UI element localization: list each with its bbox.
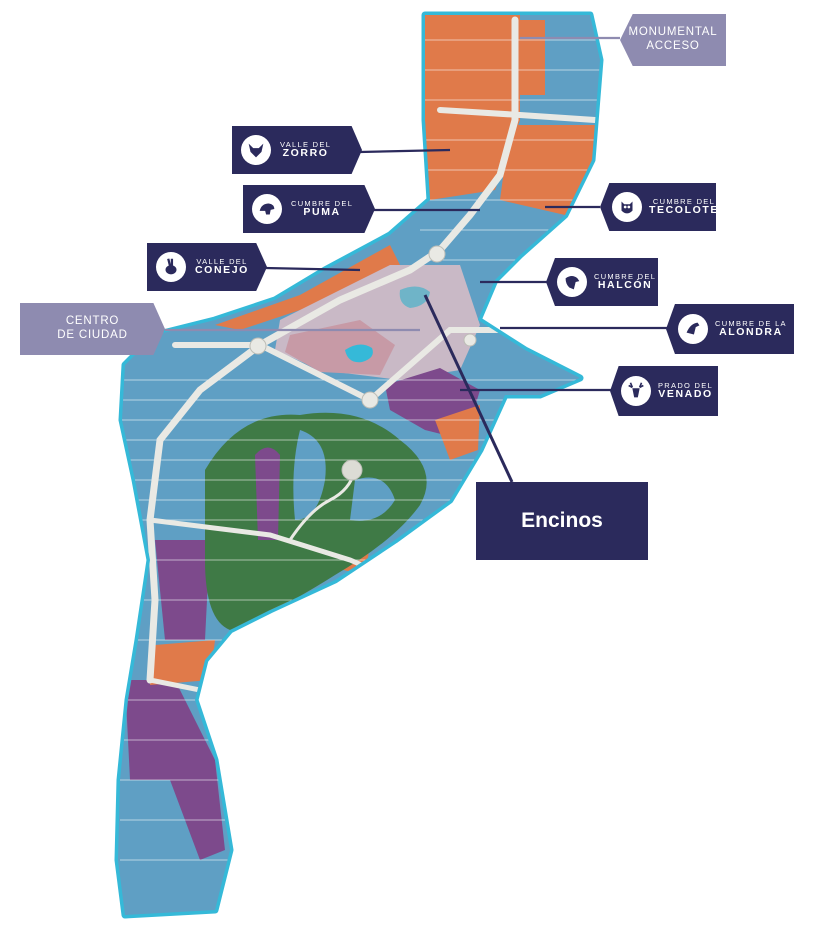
label-cumbre-de-la-alondra: CUMBRE DE LA ALONDRA: [666, 304, 794, 354]
roundabout-north: [428, 245, 446, 263]
label-prado-del-venado: PRADO DEL VENADO: [610, 366, 718, 416]
zone-monumental-orange: [520, 20, 545, 95]
label-encinos-text: Encinos: [521, 509, 603, 532]
owl-icon: [612, 192, 642, 222]
encinos-blue-finger: [293, 430, 326, 520]
zone-valle-del-zorro: [425, 15, 520, 200]
zone-centro-pink: [285, 320, 395, 375]
zone-purple-west: [155, 540, 210, 640]
fox-icon: [241, 135, 271, 165]
label-cumbre-del-puma-line2: PUMA: [303, 206, 341, 219]
leader-zorro: [359, 148, 451, 154]
label-valle-del-zorro: VALLE DEL ZORRO: [232, 126, 362, 174]
deer-icon: [621, 376, 651, 406]
label-monumental-acceso: MONUMENTAL ACCESO: [620, 14, 726, 66]
zone-orange-south: [150, 640, 215, 685]
rabbit-icon: [156, 252, 186, 282]
roundabout-east: [463, 333, 477, 347]
zone-orange-east: [435, 405, 480, 460]
label-encinos: Encinos: [476, 482, 648, 560]
label-valle-del-conejo-line2: CONEJO: [195, 264, 249, 277]
label-cumbre-del-halcon: CUMBRE DEL HALCÓN: [546, 258, 658, 306]
forest-plaza: [341, 459, 363, 481]
label-cumbre-del-puma-line1: CUMBRE DEL: [291, 198, 354, 208]
leader-conejo: [264, 266, 361, 272]
label-cumbre-del-tecolote-line2: TECOLOTE: [649, 204, 719, 217]
zone-conejo-orange: [215, 245, 400, 330]
lark-icon: [678, 314, 708, 344]
label-cumbre-del-puma: CUMBRE DEL PUMA: [243, 185, 375, 233]
label-centro-de-ciudad: CENTRO DE CIUDAD: [20, 303, 165, 355]
trail-loop: [288, 468, 357, 542]
zone-purple-south: [125, 680, 225, 860]
label-cumbre-del-halcon-line1: CUMBRE DEL: [594, 271, 657, 281]
roundabout-centro: [249, 337, 267, 355]
label-cumbre-del-halcon-line2: HALCÓN: [597, 279, 653, 292]
puma-icon: [252, 194, 282, 224]
label-monumental-acceso-line1: MONUMENTAL: [628, 26, 718, 39]
label-valle-del-conejo: VALLE DEL CONEJO: [147, 243, 267, 291]
leader-encinos: [423, 294, 514, 483]
label-cumbre-de-la-alondra-line2: ALONDRA: [719, 326, 783, 339]
hawk-icon: [557, 267, 587, 297]
label-valle-del-conejo-line1: VALLE DEL: [196, 256, 248, 266]
label-prado-del-venado-line1: PRADO DEL: [658, 380, 714, 390]
label-centro-de-ciudad-line1: CENTRO: [65, 315, 120, 328]
label-cumbre-del-tecolote-line1: CUMBRE DEL: [652, 196, 716, 206]
label-centro-de-ciudad-line2: DE CIUDAD: [57, 329, 128, 341]
label-valle-del-zorro-line2: ZORRO: [282, 147, 329, 160]
label-valle-del-zorro-line1: VALLE DEL: [280, 139, 332, 149]
label-cumbre-de-la-alondra-line1: CUMBRE DE LA: [715, 318, 787, 328]
centro-lake-2: [399, 286, 430, 308]
road-east: [437, 107, 598, 123]
centro-lake: [345, 344, 373, 363]
roundabout-south: [361, 391, 379, 409]
encinos-purple-finger: [255, 447, 280, 540]
label-prado-del-venado-line2: VENADO: [658, 388, 713, 401]
encinos-blue-finger-2: [350, 477, 395, 521]
label-cumbre-del-tecolote: CUMBRE DEL TECOLOTE: [600, 183, 716, 231]
label-monumental-acceso-line2: ACCESO: [646, 40, 700, 52]
